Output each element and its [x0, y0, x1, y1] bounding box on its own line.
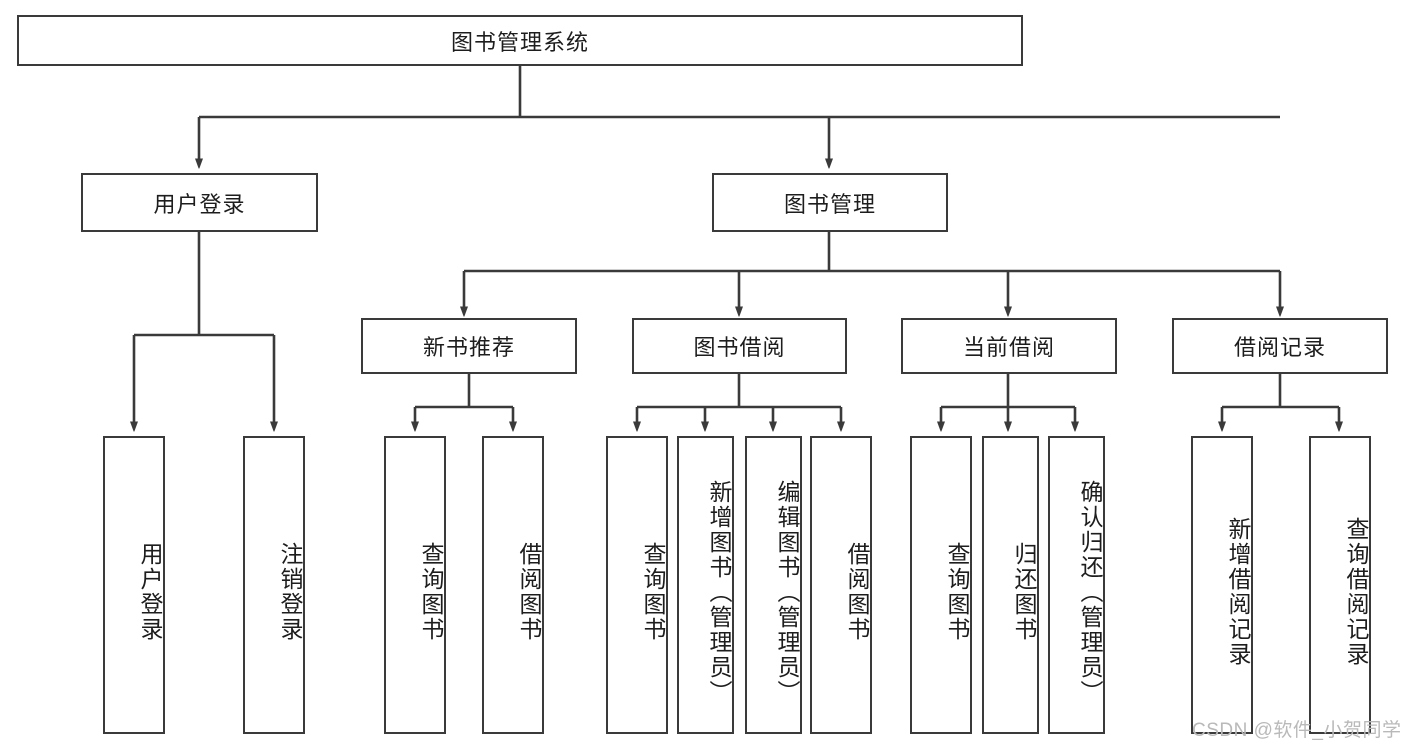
- node-book-manage-label: 图书管理: [783, 191, 876, 217]
- node-user-login[interactable]: 用户登录: [81, 173, 318, 232]
- node-root[interactable]: 图书管理系统: [17, 15, 1023, 66]
- node-leaf-user-login[interactable]: 用户登录: [103, 436, 165, 734]
- node-leaf-query-book-c-label: 查询图书: [944, 542, 970, 642]
- node-new-book-recommend-label: 新书推荐: [422, 335, 515, 360]
- node-current-borrow-label: 当前借阅: [962, 335, 1055, 360]
- node-leaf-logout-label: 注销登录: [277, 542, 303, 642]
- node-leaf-borrow-book-a[interactable]: 借阅图书: [482, 436, 544, 734]
- node-leaf-edit-book-label: 编辑图书（管理员）: [774, 479, 800, 705]
- node-leaf-add-record[interactable]: 新增借阅记录: [1191, 436, 1253, 734]
- node-leaf-query-book-c[interactable]: 查询图书: [910, 436, 972, 734]
- node-leaf-add-book-label: 新增图书（管理员）: [706, 479, 732, 705]
- node-leaf-query-book-b[interactable]: 查询图书: [606, 436, 668, 734]
- node-leaf-borrow-book-a-label: 借阅图书: [516, 542, 542, 642]
- node-book-borrow-label: 图书借阅: [693, 335, 786, 360]
- node-borrow-record[interactable]: 借阅记录: [1172, 318, 1388, 374]
- node-leaf-edit-book[interactable]: 编辑图书（管理员）: [745, 436, 802, 734]
- node-leaf-borrow-book-b[interactable]: 借阅图书: [810, 436, 872, 734]
- node-leaf-return-book-label: 归还图书: [1011, 542, 1037, 642]
- node-leaf-query-book-a[interactable]: 查询图书: [384, 436, 446, 734]
- node-leaf-user-login-label: 用户登录: [137, 542, 163, 642]
- node-borrow-record-label: 借阅记录: [1233, 335, 1326, 360]
- node-leaf-query-record-label: 查询借阅记录: [1343, 517, 1369, 667]
- node-leaf-query-record[interactable]: 查询借阅记录: [1309, 436, 1371, 734]
- node-leaf-query-book-b-label: 查询图书: [640, 542, 666, 642]
- node-leaf-query-book-a-label: 查询图书: [418, 542, 444, 642]
- node-leaf-return-book[interactable]: 归还图书: [982, 436, 1039, 734]
- node-root-label: 图书管理系统: [450, 29, 589, 55]
- node-user-login-label: 用户登录: [153, 191, 246, 217]
- node-book-manage[interactable]: 图书管理: [712, 173, 948, 232]
- node-leaf-add-book[interactable]: 新增图书（管理员）: [677, 436, 734, 734]
- watermark-text: CSDN @软件_小贺同学: [1192, 720, 1402, 741]
- node-current-borrow[interactable]: 当前借阅: [901, 318, 1117, 374]
- node-new-book-recommend[interactable]: 新书推荐: [361, 318, 577, 374]
- node-book-borrow[interactable]: 图书借阅: [632, 318, 847, 374]
- node-leaf-borrow-book-b-label: 借阅图书: [844, 542, 870, 642]
- node-leaf-logout[interactable]: 注销登录: [243, 436, 305, 734]
- node-leaf-add-record-label: 新增借阅记录: [1225, 517, 1251, 667]
- node-leaf-confirm-return-label: 确认归还（管理员）: [1077, 479, 1103, 705]
- node-leaf-confirm-return[interactable]: 确认归还（管理员）: [1048, 436, 1105, 734]
